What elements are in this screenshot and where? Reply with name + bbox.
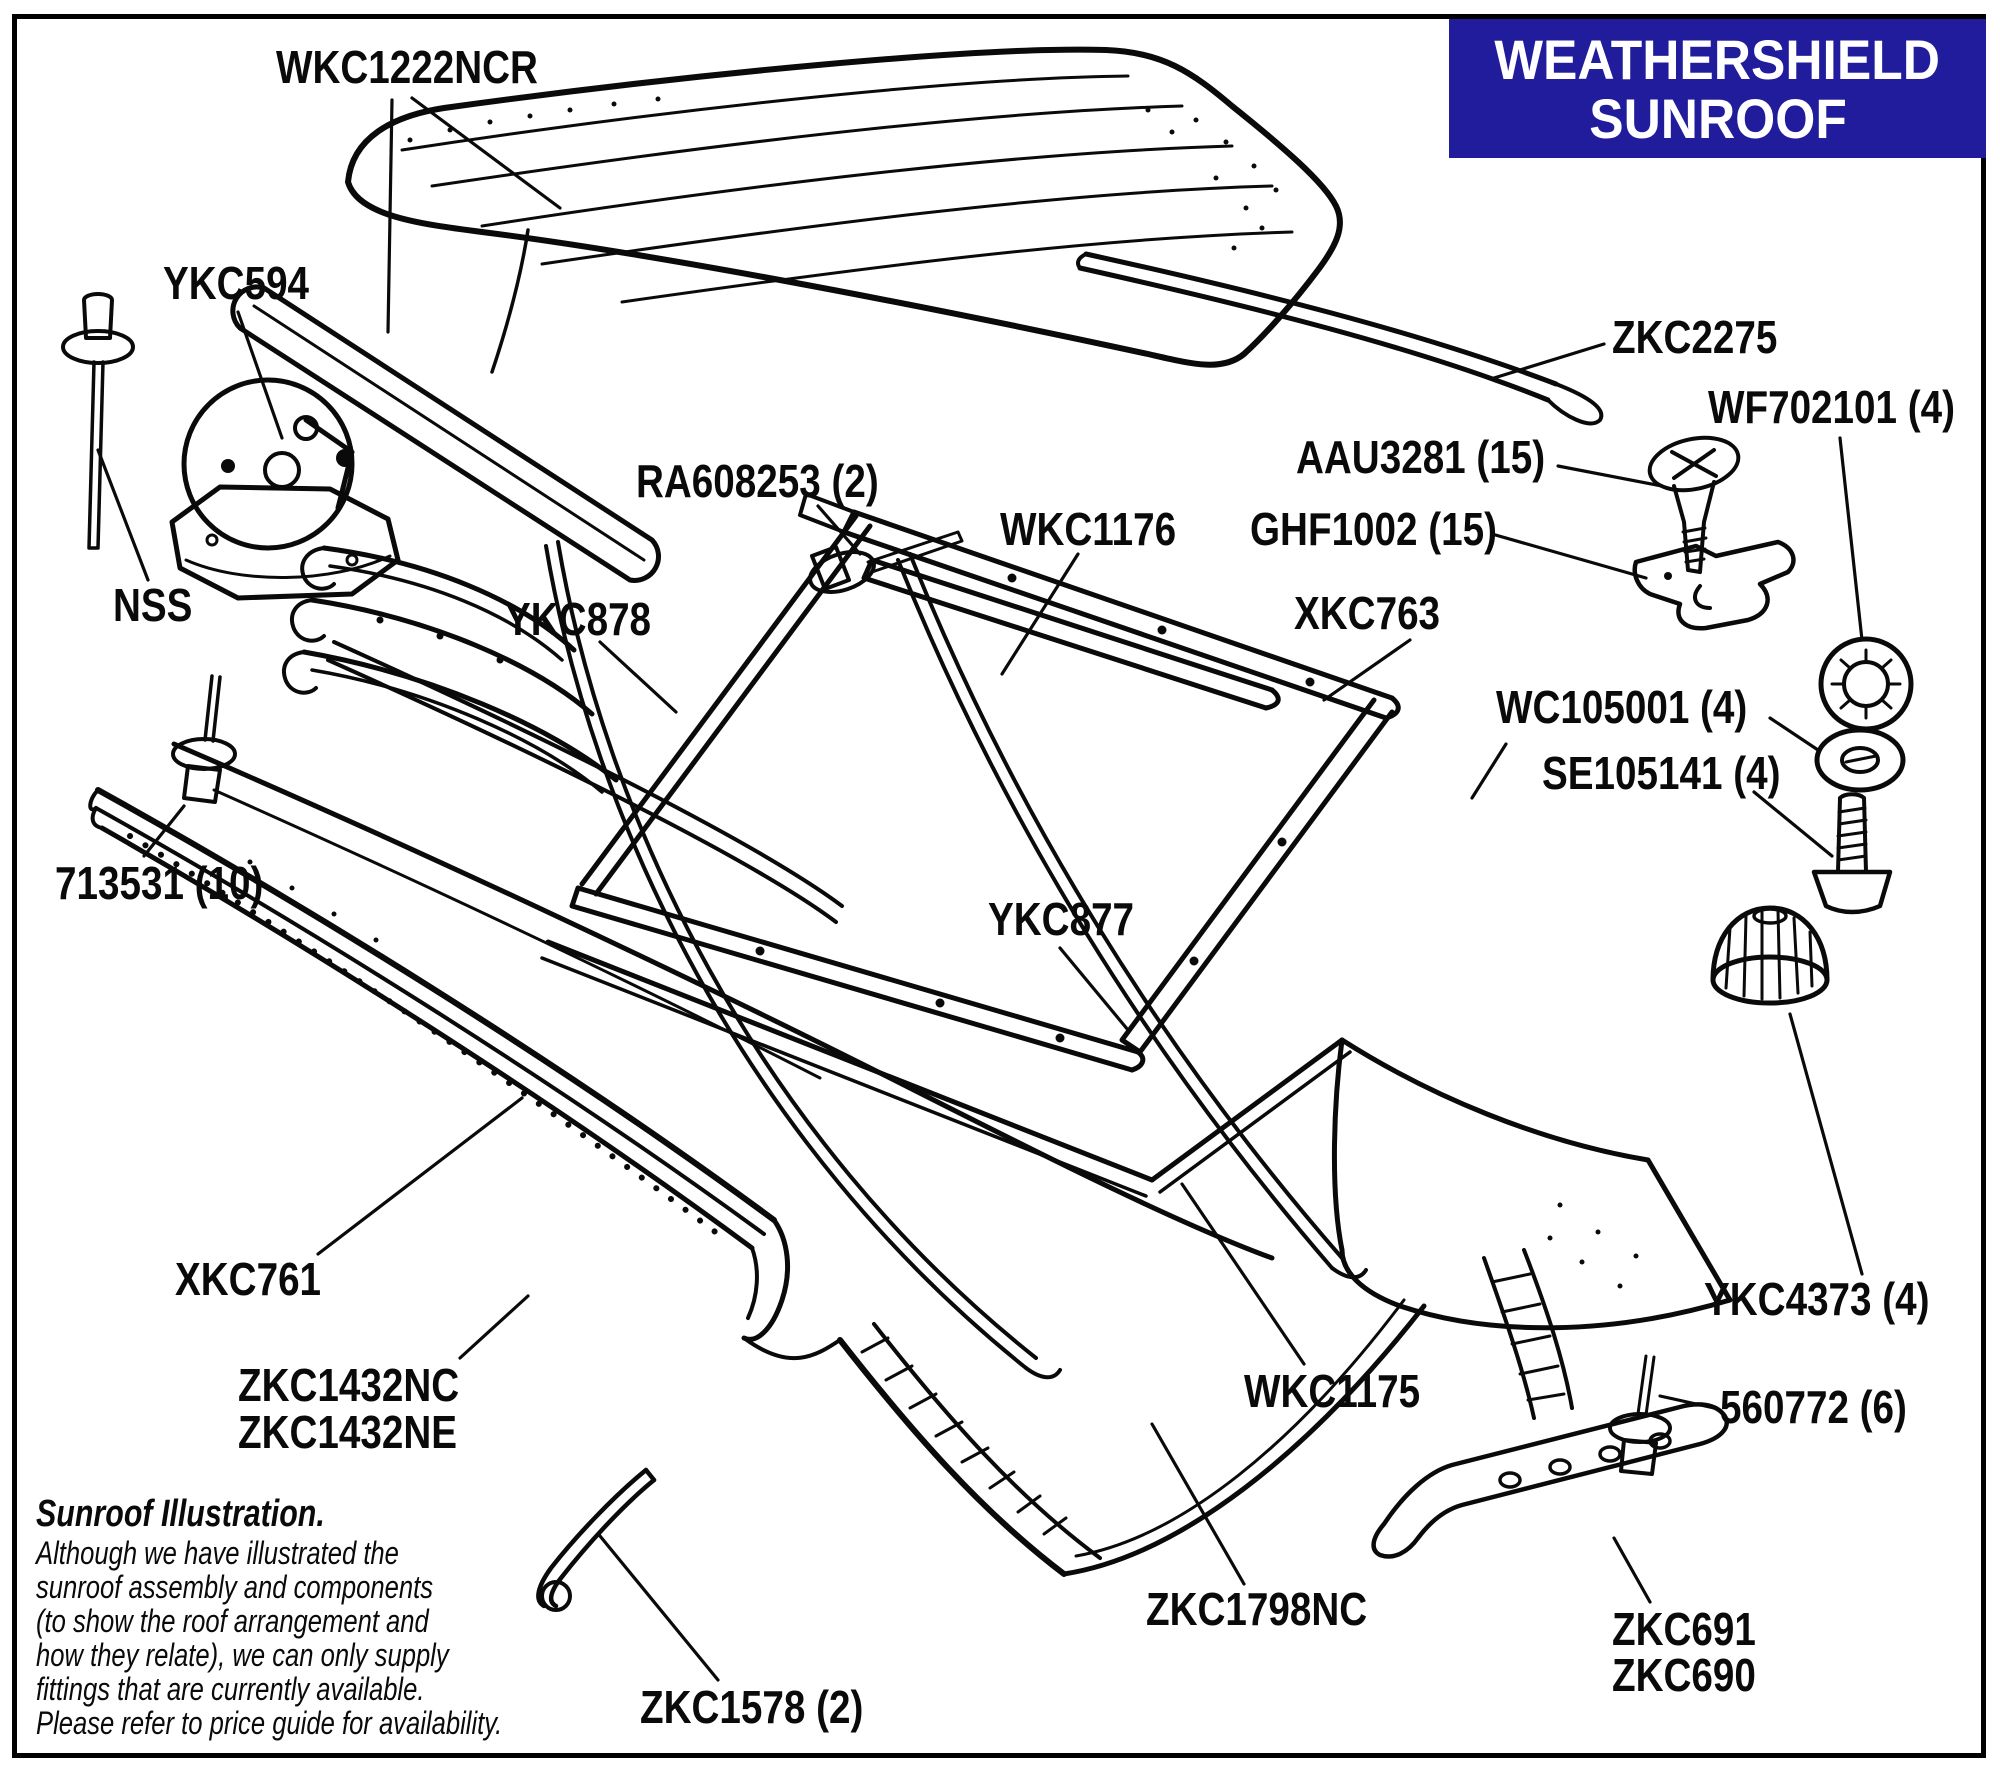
part-label-ghf1002: GHF1002 (15) bbox=[1250, 503, 1497, 555]
part-label-ykc878: YKC878 bbox=[505, 593, 652, 645]
part-label-wkc1176: WKC1176 bbox=[1000, 503, 1177, 555]
sunroof-panel-drawing bbox=[345, 46, 1343, 374]
title-line-1: WEATHERSHIELD bbox=[1494, 27, 1941, 91]
part-label-560772: 560772 (6) bbox=[1720, 1381, 1907, 1433]
part-label-ykc594: YKC594 bbox=[163, 257, 310, 309]
part-label-zkc1432nc: ZKC1432NC bbox=[238, 1359, 460, 1411]
availability-note-line: sunroof assembly and components bbox=[36, 1569, 434, 1605]
availability-note-line: Although we have illustrated the bbox=[36, 1535, 399, 1571]
page-border bbox=[12, 14, 1986, 1758]
part-label-se105141: SE105141 (4) bbox=[1542, 747, 1781, 799]
rivet-713531-drawing bbox=[171, 674, 237, 804]
availability-note-line: fittings that are currently available. bbox=[36, 1671, 425, 1707]
part-label-zkc1798nc: ZKC1798NC bbox=[1146, 1583, 1368, 1635]
availability-note-heading: Sunroof Illustration. bbox=[36, 1493, 325, 1535]
part-label-wf702101: WF702101 (4) bbox=[1708, 381, 1955, 433]
part-label-zkc690: ZKC690 bbox=[1612, 1649, 1756, 1701]
part-label-ra608253: RA608253 (2) bbox=[636, 455, 879, 507]
flat-washer-wc105001-drawing bbox=[1814, 727, 1906, 793]
part-label-zkc1578: ZKC1578 (2) bbox=[640, 1681, 864, 1733]
leader-lines bbox=[96, 96, 1864, 1682]
part-label-713531: 713531 (10) bbox=[55, 857, 264, 909]
bolt-se105141-drawing bbox=[1811, 792, 1893, 915]
knob-ykc4373-drawing bbox=[1710, 905, 1830, 1006]
part-label-ykc4373: YKC4373 (4) bbox=[1704, 1273, 1930, 1325]
part-label-nss: NSS bbox=[113, 579, 193, 631]
part-label-zkc2275: ZKC2275 bbox=[1612, 311, 1778, 363]
part-label-aau3281: AAU3281 (15) bbox=[1296, 431, 1546, 483]
stipple-dots bbox=[247, 96, 1639, 1289]
part-label-wkc1222ncr: WKC1222NCR bbox=[276, 41, 538, 93]
part-label-wkc1175: WKC1175 bbox=[1244, 1365, 1421, 1417]
part-label-xkc763: XKC763 bbox=[1294, 587, 1441, 639]
availability-note-line: (to show the roof arrangement and bbox=[36, 1603, 429, 1639]
nss-pin-drawing bbox=[61, 292, 135, 550]
availability-note: Sunroof Illustration. Although we have i… bbox=[36, 1492, 502, 1740]
clamp-ghf1002-drawing bbox=[1632, 539, 1796, 631]
frame-rails-drawing bbox=[282, 492, 1401, 1073]
part-label-zkc1432ne: ZKC1432NE bbox=[238, 1406, 458, 1458]
part-label-zkc691: ZKC691 bbox=[1612, 1603, 1756, 1655]
title-line-2: SUNROOF bbox=[1588, 86, 1847, 150]
screw-aau3281-drawing bbox=[1647, 435, 1741, 574]
winder-assembly-drawing bbox=[169, 284, 661, 601]
title-banner: WEATHERSHIELD SUNROOF bbox=[1449, 19, 1986, 158]
bracket-zkc691-drawing bbox=[1371, 1402, 1729, 1559]
rivet-560772-drawing bbox=[1608, 1354, 1672, 1476]
rod-zkc1578-drawing bbox=[536, 1467, 657, 1612]
availability-note-line: Please refer to price guide for availabi… bbox=[36, 1705, 503, 1741]
part-label-wc105001: WC105001 (4) bbox=[1496, 681, 1748, 733]
availability-note-line: how they relate), we can only supply bbox=[36, 1637, 449, 1673]
roof-shell-drawing bbox=[88, 741, 1733, 1577]
part-label-ykc877: YKC877 bbox=[988, 893, 1135, 945]
part-label-xkc761: XKC761 bbox=[175, 1253, 322, 1305]
